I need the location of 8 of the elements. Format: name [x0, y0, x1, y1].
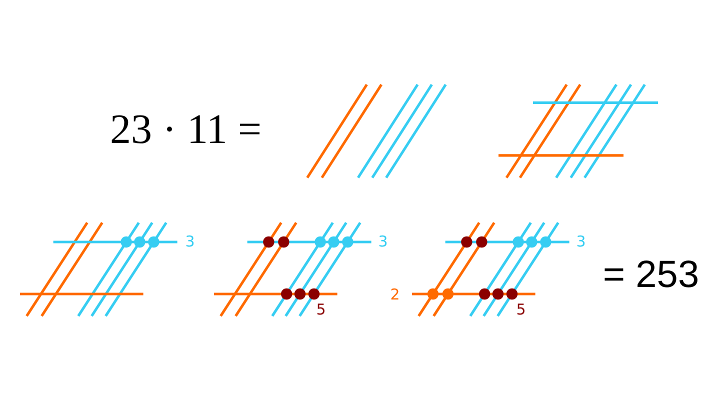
count-label: 2	[390, 288, 400, 302]
equation-text: 23 · 11 =	[110, 109, 262, 151]
count-label: 5	[516, 302, 526, 318]
count-label: 3	[378, 234, 388, 250]
count-label: 5	[316, 302, 326, 318]
count-label: 3	[576, 234, 586, 250]
count-label: 3	[185, 234, 195, 250]
result-text: = 253	[602, 256, 700, 294]
